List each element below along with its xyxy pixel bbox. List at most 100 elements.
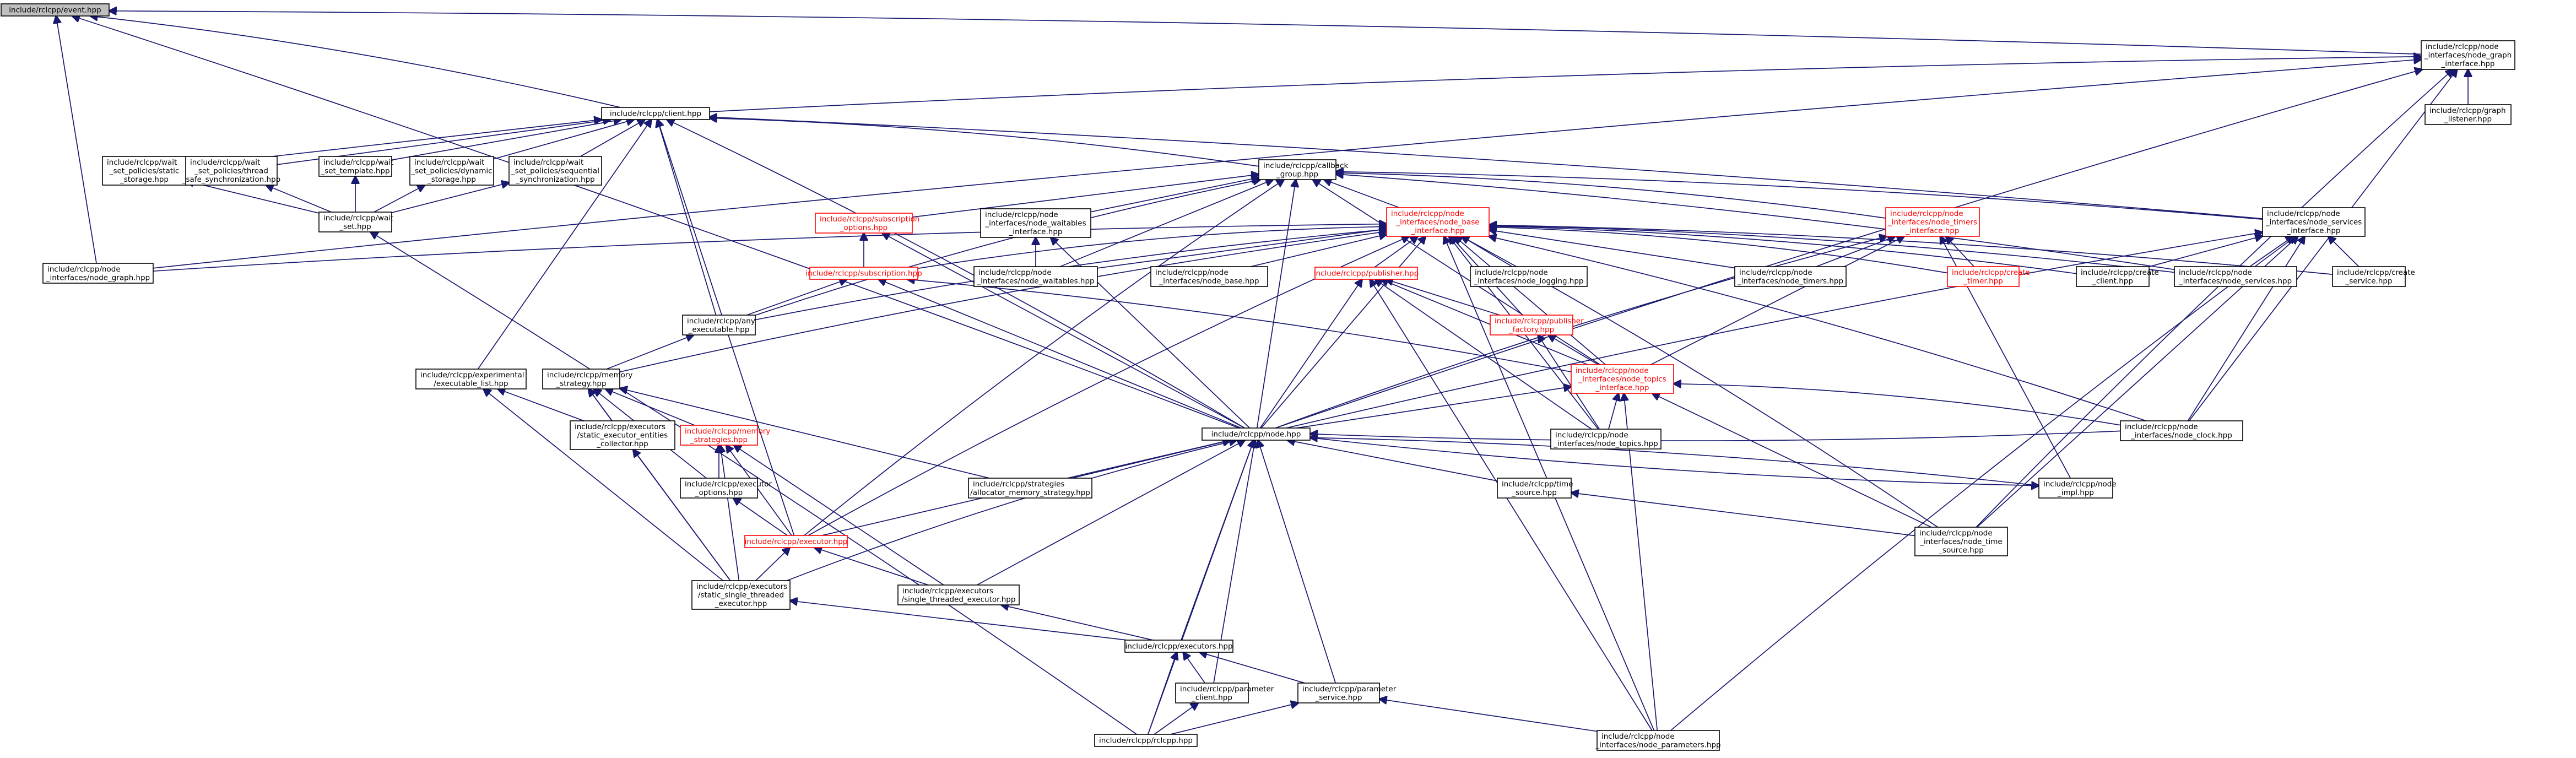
node-ws-template[interactable]: include/rclcpp/wait_set_template.hpp: [318, 156, 393, 177]
node-event[interactable]: include/rclcpp/event.hpp: [1, 3, 110, 17]
node-node-logging[interactable]: include/rclcpp/node_interfaces/node_logg…: [1470, 266, 1588, 287]
node-node-clock[interactable]: include/rclcpp/node_interfaces/node_cloc…: [2120, 420, 2243, 441]
node-timers-if[interactable]: include/rclcpp/node_interfaces/node_time…: [1885, 207, 1980, 237]
node-base-if[interactable]: include/rclcpp/node_interfaces/node_base…: [1386, 207, 1490, 237]
node-waitables-if[interactable]: include/rclcpp/node_interfaces/node_wait…: [980, 208, 1091, 238]
node-box[interactable]: [42, 263, 154, 284]
node-box[interactable]: [1, 3, 110, 17]
node-node-parameters[interactable]: include/rclcpp/node_interfaces/node_para…: [1595, 730, 1721, 751]
node-box[interactable]: [1094, 734, 1198, 747]
node-subscription[interactable]: include/rclcpp/subscription.hpp: [805, 267, 922, 280]
node-box[interactable]: [1202, 427, 1311, 441]
node-box[interactable]: [744, 535, 848, 548]
node-box[interactable]: [2262, 207, 2366, 237]
node-box[interactable]: [601, 107, 710, 120]
node-create-client[interactable]: include/rclcpp/create_client.hpp: [2076, 266, 2159, 287]
node-box[interactable]: [318, 212, 392, 232]
node-static-st-exec[interactable]: include/rclcpp/executors/static_single_t…: [691, 580, 791, 610]
node-node-topics[interactable]: include/rclcpp/node_interfaces/node_topi…: [1550, 429, 1662, 450]
node-box[interactable]: [973, 266, 1098, 287]
node-node-graph[interactable]: include/rclcpp/node_interfaces/node_grap…: [42, 263, 154, 284]
node-box[interactable]: [680, 478, 758, 499]
node-param-service[interactable]: include/rclcpp/parameter_service.hpp: [1297, 683, 1397, 703]
node-box[interactable]: [2332, 266, 2406, 287]
node-box[interactable]: [1947, 266, 2020, 287]
node-box[interactable]: [691, 580, 791, 610]
node-box[interactable]: [318, 156, 392, 177]
node-ws-seq[interactable]: include/rclcpp/wait_set_policies/sequent…: [508, 156, 602, 186]
node-box[interactable]: [1914, 527, 2008, 556]
node-wait-set[interactable]: include/rclcpp/wait_set.hpp: [318, 212, 393, 232]
node-param-client[interactable]: include/rclcpp/parameter_client.hpp: [1175, 683, 1274, 703]
node-time-source[interactable]: include/rclcpp/time_source.hpp: [1497, 478, 1573, 499]
node-box[interactable]: [1470, 266, 1588, 287]
node-box[interactable]: [2038, 478, 2113, 499]
node-node-timers[interactable]: include/rclcpp/node_interfaces/node_time…: [1734, 266, 1847, 287]
node-box[interactable]: [980, 208, 1091, 238]
node-box[interactable]: [185, 156, 278, 186]
node-node-time-source[interactable]: include/rclcpp/node_interfaces/node_time…: [1914, 527, 2008, 556]
node-box[interactable]: [1550, 429, 1662, 450]
node-box[interactable]: [897, 584, 1020, 605]
node-box[interactable]: [1124, 640, 1233, 653]
node-box[interactable]: [2421, 40, 2515, 70]
node-create-timer[interactable]: include/rclcpp/create_timer.hpp: [1947, 266, 2030, 287]
node-box[interactable]: [1597, 730, 1720, 751]
node-box[interactable]: [1297, 683, 1380, 703]
node-static-collector[interactable]: include/rclcpp/executors/static_executor…: [570, 420, 675, 450]
node-node-services[interactable]: include/rclcpp/node_interfaces/node_serv…: [2174, 266, 2297, 287]
node-any-exec[interactable]: include/rclcpp/any_executable.hpp: [682, 315, 756, 335]
node-ws-thread[interactable]: include/rclcpp/wait_set_policies/thread_…: [182, 156, 280, 186]
node-box[interactable]: [102, 156, 187, 186]
node-box[interactable]: [1150, 266, 1268, 287]
node-ws-static[interactable]: include/rclcpp/wait_set_policies/static_…: [102, 156, 187, 186]
node-box[interactable]: [1497, 478, 1572, 499]
node-mem-strategy[interactable]: include/rclcpp/memory_strategy.hpp: [542, 369, 632, 389]
node-exec-options[interactable]: include/rclcpp/executor_options.hpp: [680, 478, 772, 499]
node-box[interactable]: [2425, 104, 2512, 125]
node-alloc-strategy[interactable]: include/rclcpp/strategies/allocator_memo…: [968, 478, 1092, 499]
node-executor[interactable]: include/rclcpp/executor.hpp: [744, 535, 848, 548]
node-box[interactable]: [2174, 266, 2297, 287]
node-mem-strategies[interactable]: include/rclcpp/memory_strategies.hpp: [680, 425, 770, 446]
node-box[interactable]: [1571, 364, 1674, 394]
node-box[interactable]: [1386, 207, 1490, 237]
node-topics-if[interactable]: include/rclcpp/node_interfaces/node_topi…: [1571, 364, 1674, 394]
node-box[interactable]: [682, 315, 756, 335]
node-box[interactable]: [809, 267, 918, 280]
node-box[interactable]: [1885, 207, 1980, 237]
node-box[interactable]: [409, 156, 494, 186]
node-box[interactable]: [1734, 266, 1847, 287]
node-box[interactable]: [1175, 683, 1249, 703]
node-create-service[interactable]: include/rclcpp/create_service.hpp: [2332, 266, 2415, 287]
node-exec-list[interactable]: include/rclcpp/experimental/executable_l…: [415, 369, 527, 389]
node-graph-listener[interactable]: include/rclcpp/graph_listener.hpp: [2425, 104, 2512, 125]
node-node-impl[interactable]: include/rclcpp/node_impl.hpp: [2038, 478, 2117, 499]
node-node-waitables[interactable]: include/rclcpp/node_interfaces/node_wait…: [973, 266, 1098, 287]
node-box[interactable]: [1314, 267, 1418, 280]
node-box[interactable]: [570, 420, 675, 450]
node-st-exec[interactable]: include/rclcpp/executors/single_threaded…: [897, 584, 1020, 605]
node-node-base[interactable]: include/rclcpp/node_interfaces/node_base…: [1150, 266, 1268, 287]
node-box[interactable]: [415, 369, 527, 389]
node-box[interactable]: [542, 369, 620, 389]
node-sub-options[interactable]: include/rclcpp/subscription_options.hpp: [815, 213, 919, 234]
node-box[interactable]: [815, 213, 913, 234]
node-box[interactable]: [680, 425, 758, 446]
node-box[interactable]: [968, 478, 1092, 499]
node-box[interactable]: [2120, 420, 2243, 441]
node-box[interactable]: [1258, 159, 1336, 180]
node-node[interactable]: include/rclcpp/node.hpp: [1202, 427, 1311, 441]
node-callback-group[interactable]: include/rclcpp/callback_group.hpp: [1258, 159, 1348, 180]
node-rclcpp[interactable]: include/rclcpp/rclcpp.hpp: [1094, 734, 1198, 747]
node-graph-if[interactable]: include/rclcpp/node_interfaces/node_grap…: [2421, 40, 2515, 70]
node-client[interactable]: include/rclcpp/client.hpp: [601, 107, 710, 120]
node-box[interactable]: [1490, 315, 1573, 335]
node-publisher[interactable]: include/rclcpp/publisher.hpp: [1314, 267, 1419, 280]
node-ws-dynamic[interactable]: include/rclcpp/wait_set_policies/dynamic…: [409, 156, 494, 186]
node-box[interactable]: [2076, 266, 2150, 287]
node-services-if[interactable]: include/rclcpp/node_interfaces/node_serv…: [2262, 207, 2366, 237]
node-pub-factory[interactable]: include/rclcpp/publisher_factory.hpp: [1490, 315, 1584, 335]
node-box[interactable]: [508, 156, 602, 186]
node-executors[interactable]: include/rclcpp/executors.hpp: [1124, 640, 1233, 653]
